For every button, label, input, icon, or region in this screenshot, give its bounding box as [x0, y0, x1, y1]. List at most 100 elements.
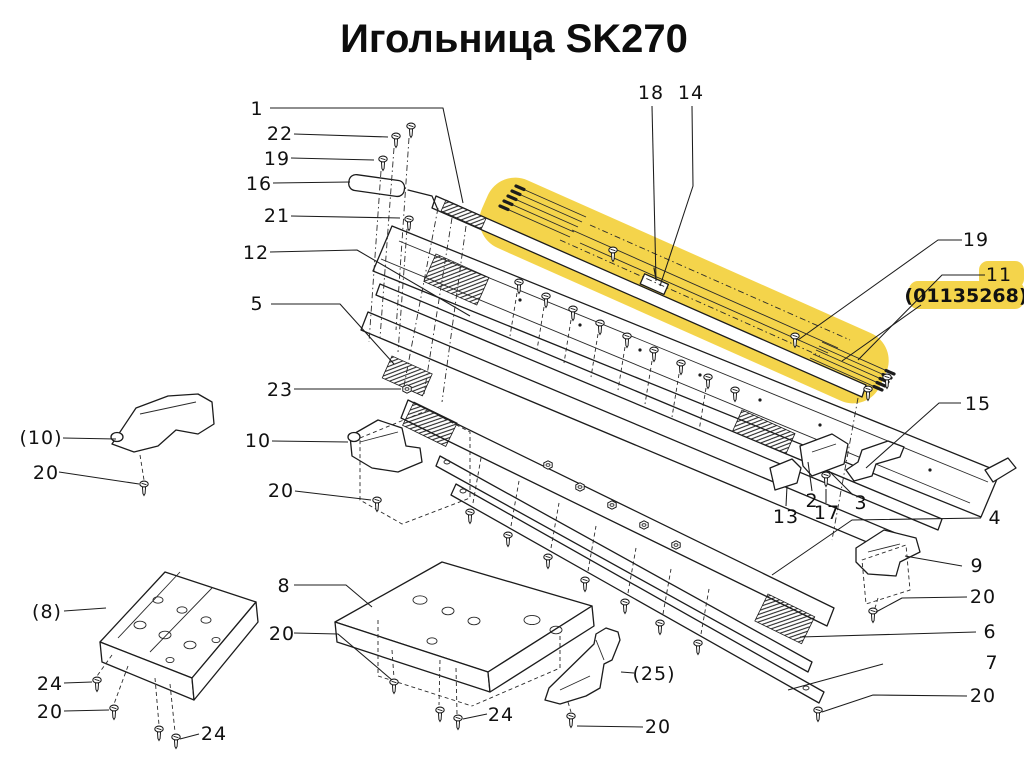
screw-icon — [543, 553, 553, 570]
svg-text:20: 20 — [645, 716, 671, 738]
svg-text:6: 6 — [983, 621, 996, 643]
screw-icon — [139, 480, 149, 497]
svg-text:24: 24 — [37, 673, 63, 695]
needle-bundle-left — [498, 184, 587, 238]
svg-text:18: 18 — [638, 82, 664, 104]
callout: (25) — [620, 663, 675, 685]
page-title: Игольница SK270 — [340, 17, 688, 61]
callout: 10 — [245, 430, 349, 452]
part-plate-15 — [845, 440, 905, 482]
callout: 20 — [875, 586, 996, 613]
screw-icon — [406, 122, 416, 139]
screw-icon — [435, 706, 445, 723]
callouts: 1 22 19 16 21 12 5 23 10 20 (10) 20 (8) … — [19, 82, 1024, 745]
screw-icon — [453, 714, 463, 731]
part-rail-bottom-2 — [450, 483, 825, 704]
part-bracket-9 — [855, 529, 921, 609]
svg-text:16: 16 — [246, 173, 272, 195]
screw-icon — [154, 725, 164, 742]
svg-text:17: 17 — [814, 502, 840, 524]
svg-text:21: 21 — [264, 205, 290, 227]
screw-icon — [868, 607, 878, 624]
svg-text:9: 9 — [970, 555, 983, 577]
callout: 20 — [269, 623, 393, 681]
callout: 9 — [904, 555, 983, 577]
screw-icon — [404, 215, 414, 232]
callout: 5 — [250, 293, 395, 365]
svg-text:4: 4 — [988, 507, 1001, 529]
svg-text:12: 12 — [243, 242, 269, 264]
svg-text:23: 23 — [267, 379, 293, 401]
svg-text:(25): (25) — [632, 663, 675, 685]
callout: 20 — [821, 685, 995, 713]
svg-text:14: 14 — [678, 82, 704, 104]
highlight-part-number — [909, 281, 1024, 309]
screw-icon — [580, 576, 590, 593]
part-plate-8-left — [96, 571, 259, 733]
screw-icon — [171, 733, 181, 750]
callout: 20 — [33, 462, 140, 485]
screw-icon — [655, 619, 665, 636]
callout: 19 — [797, 229, 989, 341]
callout: (8) — [32, 601, 107, 623]
part-top-rail — [431, 195, 867, 398]
screw-icon — [465, 508, 475, 525]
callout: 24 — [462, 704, 513, 726]
nut-icon — [543, 460, 553, 470]
part-plate-8-center — [334, 561, 595, 715]
part-block-16 — [348, 173, 439, 211]
part-bracket-25 — [544, 627, 621, 713]
screw-icon — [372, 496, 382, 513]
svg-text:11: 11 — [986, 264, 1012, 286]
callout: 6 — [799, 621, 996, 643]
nut-icon — [607, 500, 617, 510]
callout: 18 — [638, 82, 664, 282]
screw-icon — [813, 706, 823, 723]
part-bracket-left-10 — [110, 393, 215, 481]
callout: 21 — [264, 205, 401, 227]
needle-bundle-right — [809, 341, 896, 392]
callout: 7 — [787, 652, 998, 691]
callout: 11 — [857, 264, 1012, 361]
callout: 13 — [773, 485, 799, 528]
svg-text:3: 3 — [854, 492, 867, 514]
callout: 20 — [576, 716, 671, 738]
nut-icon — [639, 520, 649, 530]
callout: 3 — [828, 470, 867, 514]
screw-icon — [391, 132, 401, 149]
assembly-axis-lines — [368, 137, 859, 541]
fastener-dash-lines — [472, 292, 710, 635]
svg-text:22: 22 — [267, 123, 293, 145]
callout-part-number: (01135268) — [841, 285, 1024, 362]
fasteners — [92, 122, 892, 750]
part-rail-end-13 — [769, 458, 802, 491]
callout: 2 — [805, 461, 818, 512]
nut-icon — [402, 384, 412, 394]
callout: 20 — [268, 480, 372, 502]
screw-icon — [503, 531, 513, 548]
svg-text:8: 8 — [277, 575, 290, 597]
svg-text:20: 20 — [269, 623, 295, 645]
svg-text:20: 20 — [970, 586, 996, 608]
svg-text:20: 20 — [37, 701, 63, 723]
svg-text:10: 10 — [245, 430, 271, 452]
svg-text:19: 19 — [963, 229, 989, 251]
callout: 12 — [243, 242, 471, 317]
part-rail-bottom-1 — [435, 455, 813, 673]
screw-icon — [693, 639, 703, 656]
callout: 24 — [179, 723, 227, 745]
nut-icon — [575, 482, 585, 492]
svg-text:1: 1 — [250, 98, 263, 120]
svg-text:(8): (8) — [32, 601, 62, 623]
svg-text:(01135268): (01135268) — [904, 285, 1024, 307]
screw-icon — [620, 598, 630, 615]
svg-text:20: 20 — [268, 480, 294, 502]
callout: 22 — [267, 123, 389, 145]
svg-text:24: 24 — [201, 723, 227, 745]
svg-text:15: 15 — [965, 393, 991, 415]
callout: 23 — [267, 379, 401, 401]
callout: 16 — [246, 173, 351, 195]
svg-text:13: 13 — [773, 506, 799, 528]
screw-icon — [389, 678, 399, 695]
